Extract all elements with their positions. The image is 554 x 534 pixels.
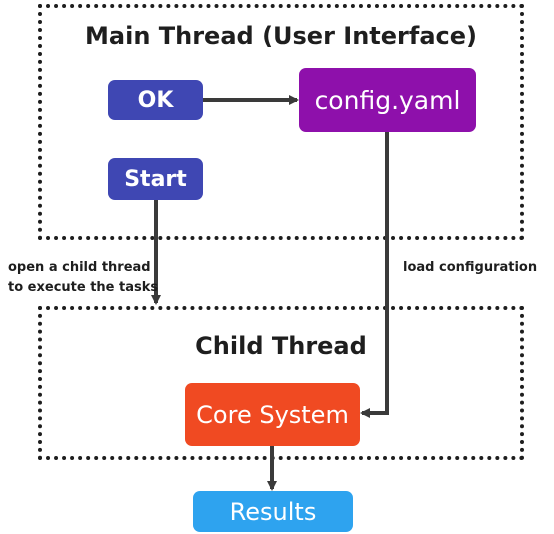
start-button[interactable]: Start [108, 158, 203, 200]
config-yaml-node: config.yaml [299, 68, 476, 132]
child-thread-frame: Child Thread [38, 306, 524, 460]
results-node: Results [193, 491, 353, 532]
load-configuration-label: load configuration [403, 260, 538, 275]
ok-button[interactable]: OK [108, 80, 203, 120]
open-child-thread-line2: to execute the tasks [8, 280, 159, 295]
open-child-thread-line1: open a child thread [8, 260, 151, 275]
config-to-core-arrow [360, 132, 389, 418]
main-thread-frame: Main Thread (User Interface) [38, 4, 524, 240]
open-child-thread-label: open a child thread to execute the tasks [8, 258, 158, 298]
core-system-node: Core System [185, 383, 360, 446]
main-thread-title: Main Thread (User Interface) [85, 22, 477, 50]
child-thread-title: Child Thread [195, 332, 367, 360]
